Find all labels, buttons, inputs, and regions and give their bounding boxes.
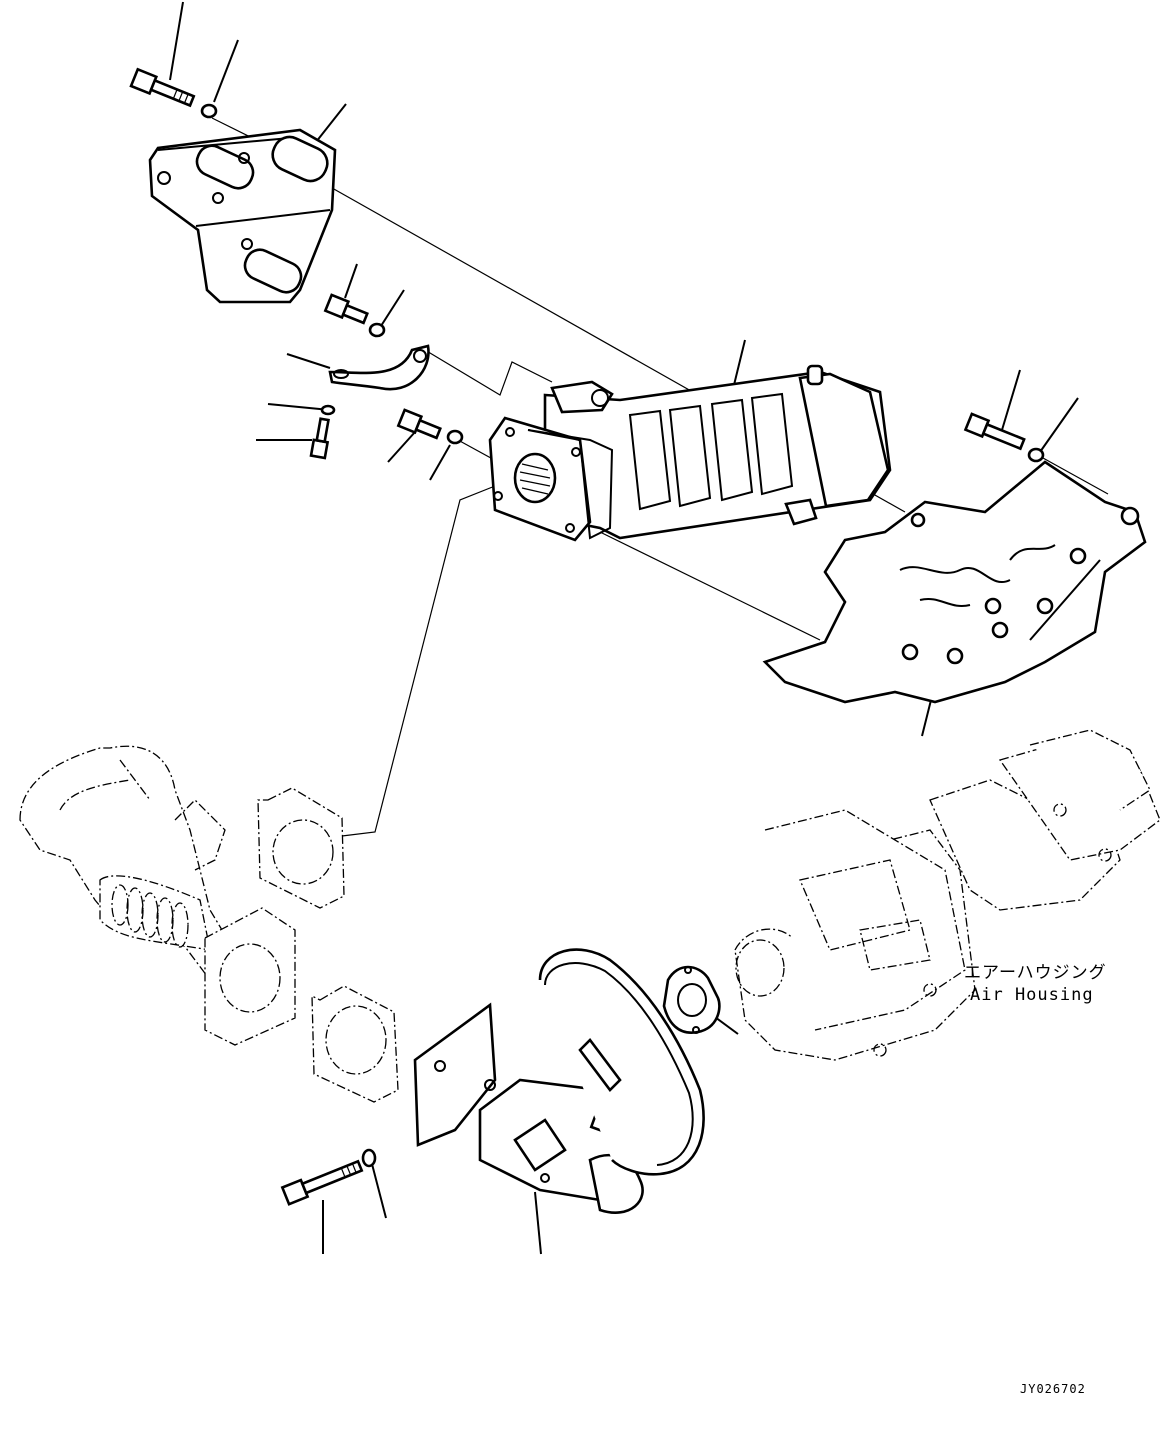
egr-pipe-phantom [19, 745, 296, 1046]
egr-cooler [488, 364, 892, 542]
air-housing-label-japanese: エアーハウジング [964, 963, 1107, 983]
bolts-lower [280, 1148, 377, 1206]
mounting-bracket [762, 460, 1147, 704]
air-housing-label-english: Air Housing [970, 985, 1094, 1005]
gaskets [257, 787, 721, 1103]
stay-bracket [328, 344, 430, 391]
egr-valve [413, 948, 705, 1214]
bolts-upper [129, 67, 1045, 463]
leader-lines [169, 1, 1079, 1255]
top-bracket [148, 128, 337, 304]
drawing-number: JY026702 [1020, 1382, 1086, 1396]
air-housing-phantom [734, 729, 1161, 1061]
